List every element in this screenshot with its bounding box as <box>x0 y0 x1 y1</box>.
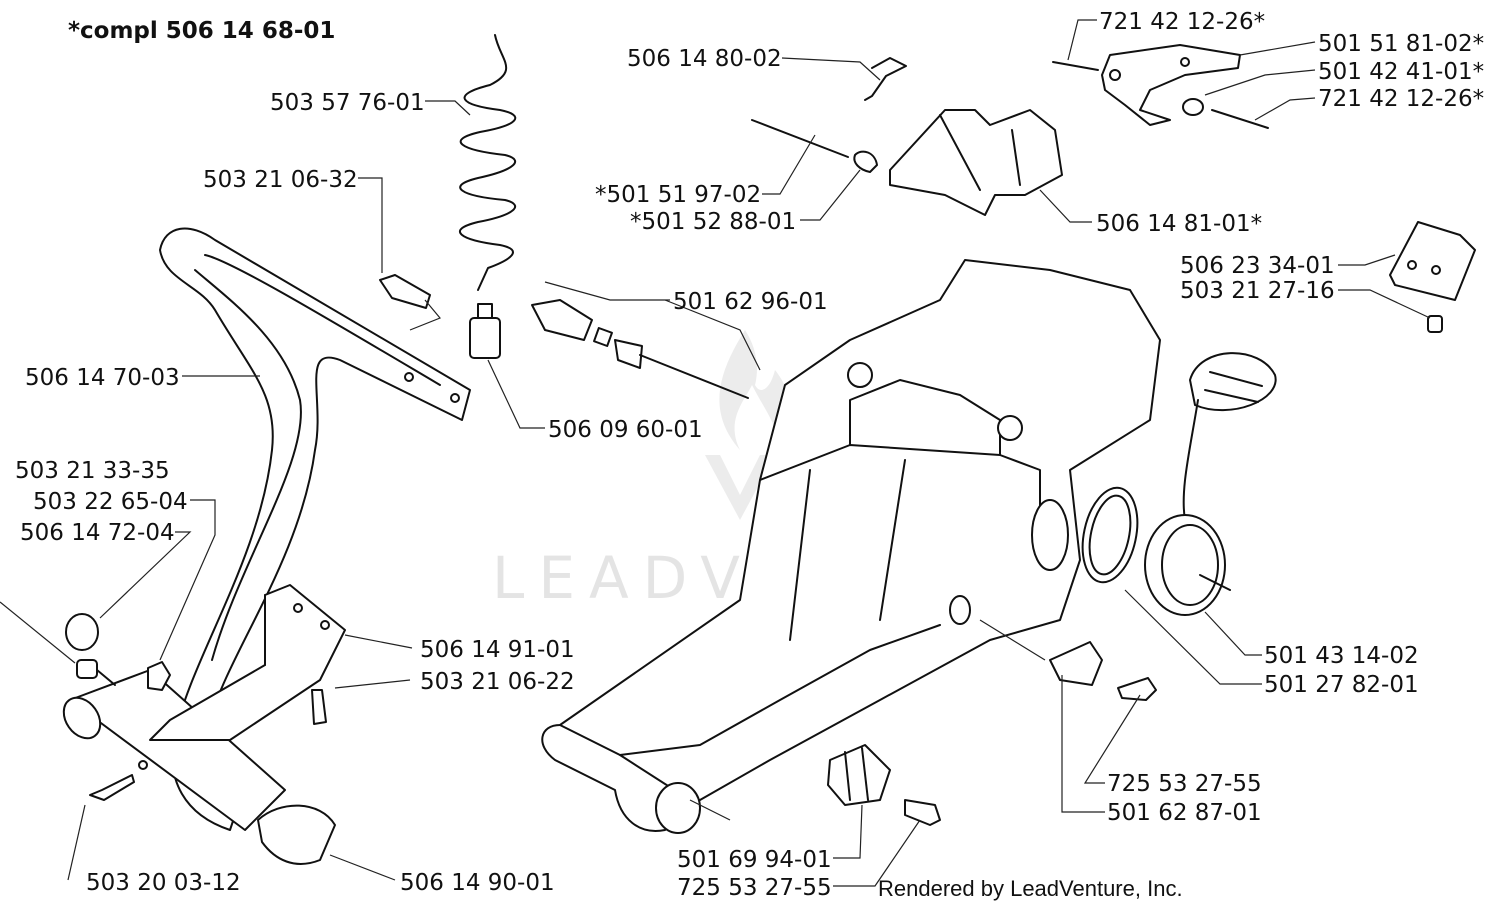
credit-text: Rendered by LeadVenture, Inc. <box>878 876 1183 901</box>
oil-pipe-drawing <box>531 299 749 399</box>
leader-lines <box>0 19 1431 887</box>
part-labels: 503 57 76-01 503 21 06-32 506 14 70-03 5… <box>15 9 1484 901</box>
part-label-501-62-96-01[interactable]: 501 62 96-01 <box>673 289 828 315</box>
throttle-parts-drawing <box>751 57 1063 216</box>
part-label-501-62-87-01[interactable]: 501 62 87-01 <box>1107 800 1262 826</box>
cap-nut-drawing <box>1049 641 1157 701</box>
main-housing-drawing <box>541 259 1161 834</box>
o-ring-drawing <box>1081 486 1139 584</box>
rear-lever-drawing <box>1052 44 1269 129</box>
part-label-721-42-12-26[interactable]: 721 42 12-26* <box>1318 86 1484 112</box>
part-label-503-21-33-35[interactable]: 503 21 33-35 <box>15 458 170 484</box>
part-label-506-14-72-04[interactable]: 506 14 72-04 <box>20 520 175 546</box>
part-label-506-14-80-02[interactable]: 506 14 80-02 <box>627 46 782 72</box>
part-label-501-27-82-01[interactable]: 501 27 82-01 <box>1264 672 1419 698</box>
part-label-501-42-41-01[interactable]: 501 42 41-01* <box>1318 59 1484 85</box>
part-label-503-20-03-12[interactable]: 503 20 03-12 <box>86 870 241 896</box>
tank-cap-drawing <box>1144 352 1277 616</box>
part-label-506-14-90-01[interactable]: 506 14 90-01 <box>400 870 555 896</box>
part-label-503-21-06-32[interactable]: 503 21 06-32 <box>203 167 358 193</box>
part-label-503-21-06-22[interactable]: 503 21 06-22 <box>420 669 575 695</box>
part-label-725-53-27-55-right[interactable]: 725 53 27-55 <box>1107 771 1262 797</box>
part-label-721-42-12-26-top[interactable]: 721 42 12-26* <box>1099 9 1265 35</box>
part-label-506-09-60-01[interactable]: 506 09 60-01 <box>548 417 703 443</box>
part-label-506-14-70-03[interactable]: 506 14 70-03 <box>25 365 180 391</box>
guide-plate-drawing <box>1389 221 1476 333</box>
watermark-flame-icon <box>719 330 794 470</box>
part-label-503-57-76-01[interactable]: 503 57 76-01 <box>270 90 425 116</box>
part-label-506-14-91-01[interactable]: 506 14 91-01 <box>420 637 575 663</box>
handle-fasteners-drawing <box>76 274 431 801</box>
diagram-title: *compl 506 14 68-01 <box>68 18 335 44</box>
spring-hose-drawing <box>458 34 517 291</box>
part-label-501-43-14-02[interactable]: 501 43 14-02 <box>1264 643 1419 669</box>
part-label-506-23-34-01[interactable]: 506 23 34-01 <box>1180 253 1335 279</box>
watermark-v-icon <box>705 455 775 520</box>
part-label-503-21-27-16[interactable]: 503 21 27-16 <box>1180 278 1335 304</box>
part-label-501-51-81-02[interactable]: 501 51 81-02* <box>1318 31 1484 57</box>
part-label-506-14-81-01[interactable]: 506 14 81-01* <box>1096 211 1262 237</box>
part-label-501-69-94-01[interactable]: 501 69 94-01 <box>677 847 832 873</box>
part-label-501-52-88-01[interactable]: *501 52 88-01 <box>630 209 796 235</box>
handle-bracket-drawing <box>149 584 346 741</box>
part-label-503-22-65-04[interactable]: 503 22 65-04 <box>33 489 188 515</box>
handle-tube-drawing <box>62 613 336 865</box>
part-label-725-53-27-55-bottom[interactable]: 725 53 27-55 <box>677 875 832 901</box>
fuel-filter-drawing <box>469 303 501 359</box>
oil-pump-drawing <box>827 744 941 826</box>
part-label-501-51-97-02[interactable]: *501 51 97-02 <box>595 182 761 208</box>
